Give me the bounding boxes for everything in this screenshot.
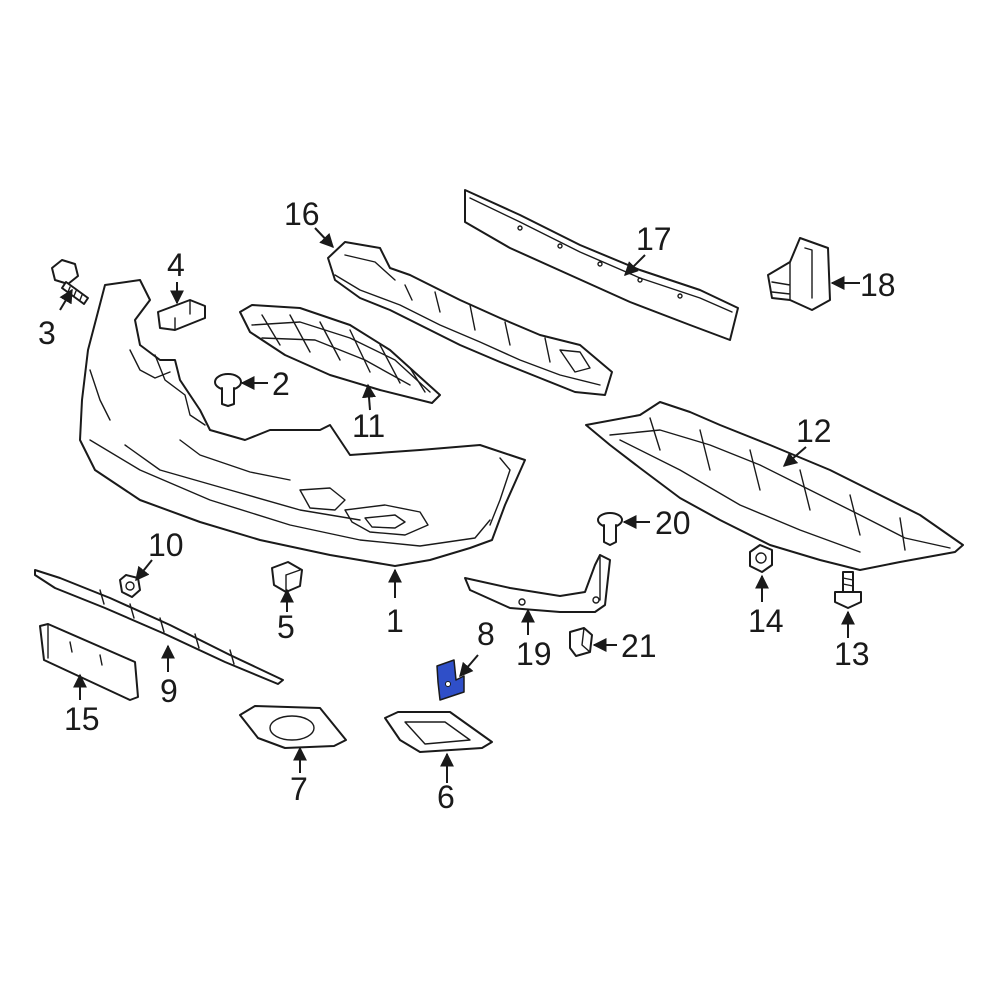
callout-17: 17 (636, 221, 672, 257)
part-grille-11[interactable] (239, 304, 441, 404)
part-push-clip[interactable] (214, 373, 242, 407)
callout-19: 19 (516, 636, 552, 672)
part-bezel-7[interactable] (239, 705, 347, 749)
callout-5: 5 (277, 609, 295, 645)
part-bezel-6[interactable] (384, 711, 493, 753)
callout-labels: 1 2 3 4 5 6 7 8 9 10 11 12 13 14 15 16 1… (38, 196, 896, 815)
part-under-cover-12[interactable] (585, 401, 964, 571)
callout-14: 14 (748, 603, 784, 639)
part-nut-10[interactable] (119, 574, 141, 598)
callout-11: 11 (352, 408, 385, 444)
callout-7: 7 (290, 771, 308, 807)
callout-2: 2 (272, 366, 290, 402)
leader-lines (59, 227, 860, 783)
part-bracket-clip-4[interactable] (157, 299, 206, 331)
part-clip-20[interactable] (597, 512, 623, 546)
part-bolt-3[interactable] (51, 259, 89, 305)
part-cap-5[interactable] (271, 561, 303, 593)
part-reinforcement-17[interactable] (464, 189, 739, 341)
part-bracket-8-highlighted[interactable] (436, 659, 465, 701)
part-molding-9[interactable] (34, 569, 284, 685)
callout-4: 4 (167, 247, 185, 283)
callout-13: 13 (834, 636, 870, 672)
callout-21: 21 (621, 628, 657, 664)
part-nut-14[interactable] (749, 544, 773, 573)
callout-20: 20 (655, 505, 691, 541)
callout-3: 3 (38, 315, 56, 351)
part-side-bracket-19[interactable] (464, 554, 611, 613)
callout-8: 8 (477, 616, 495, 652)
callout-10: 10 (148, 527, 184, 563)
part-bolt-13[interactable] (834, 571, 862, 609)
part-absorber-16[interactable] (327, 241, 613, 396)
part-license-bracket-15[interactable] (39, 623, 139, 701)
callout-16: 16 (284, 196, 320, 232)
part-bumper-cover[interactable] (79, 279, 526, 567)
part-nut-21[interactable] (569, 627, 593, 657)
callout-15: 15 (64, 701, 100, 737)
callout-12: 12 (796, 413, 832, 449)
callout-6: 6 (437, 779, 455, 815)
callout-9: 9 (160, 673, 178, 709)
part-mount-bracket-18[interactable] (767, 237, 831, 311)
callout-1: 1 (386, 603, 404, 639)
callout-18: 18 (860, 267, 896, 303)
